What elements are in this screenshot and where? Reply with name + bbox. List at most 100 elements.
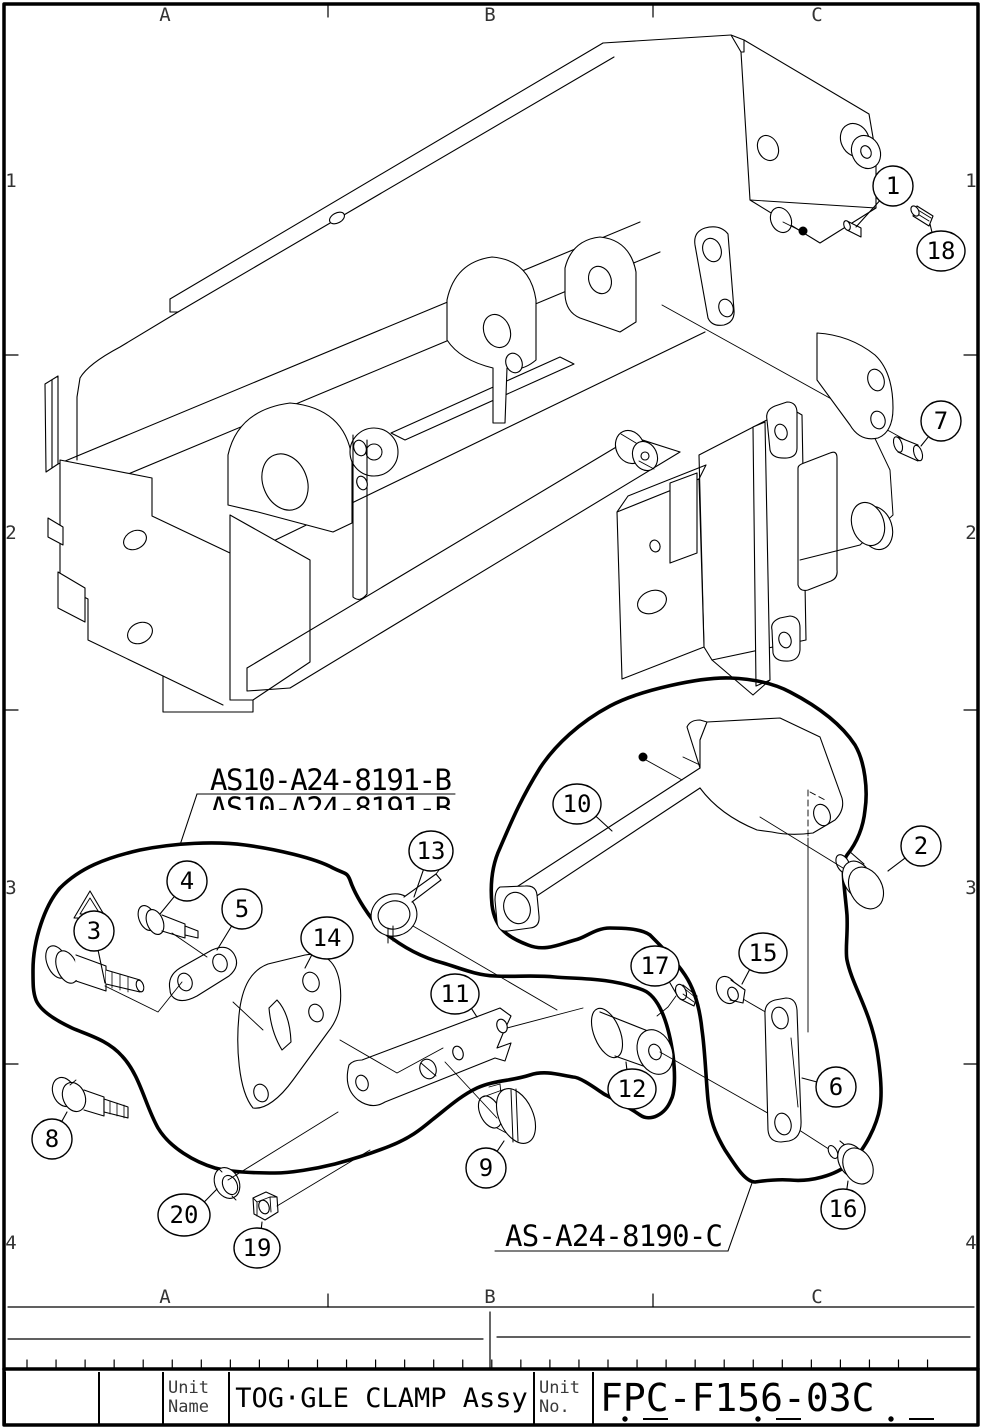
label-leaders <box>179 793 753 1252</box>
roller-wheel <box>349 427 399 600</box>
group-labels: AS10-A24-8191-B AS10-A24-8191-B AS-A24-8… <box>210 763 723 1253</box>
label-as10: AS10-A24-8191-B <box>210 763 452 797</box>
title-block-cell-2 <box>98 1372 162 1424</box>
svg-text:6: 6 <box>829 1073 843 1101</box>
svg-text:12: 12 <box>618 1075 647 1103</box>
rail-top-bar <box>44 34 732 563</box>
svg-text:8: 8 <box>45 1125 59 1153</box>
balloon-14 <box>300 916 354 960</box>
grid-row-right-1: 1 <box>965 170 976 192</box>
unit-name-label: Unit Name <box>168 1378 209 1417</box>
grid-ticks <box>3 3 979 1369</box>
unit-name-label-cell: Unit Name <box>162 1372 228 1424</box>
grid-row-left-3: 3 <box>5 877 16 899</box>
balloon-16 <box>820 1188 866 1230</box>
balloon-1 <box>872 165 914 207</box>
axis-lines-right <box>656 789 844 1033</box>
group-outline-left <box>31 841 677 1175</box>
grid-col-bottom-A: A <box>159 1286 171 1308</box>
screw-8 <box>51 1076 129 1119</box>
set-screw-17 <box>674 983 698 1007</box>
unit-name-value: TOG·GLE CLAMP Assy <box>235 1382 528 1414</box>
svg-text:19: 19 <box>243 1234 272 1262</box>
right-bracket <box>614 304 924 696</box>
balloon-20 <box>157 1193 211 1237</box>
balloon-17 <box>630 945 680 987</box>
svg-text:20: 20 <box>170 1201 199 1229</box>
spring-13 <box>370 869 442 944</box>
unit-name-cell: TOG·GLE CLAMP Assy <box>228 1372 533 1424</box>
arch-bracket-2 <box>446 256 537 424</box>
unit-no-value: FPC-F156-03C <box>600 1376 875 1420</box>
svg-text:18: 18 <box>927 237 956 265</box>
unit-no-underline-marks <box>622 1416 934 1422</box>
balloon-13 <box>408 830 454 872</box>
label-as10-clipped: AS10-A24-8191-B <box>210 791 452 825</box>
unit-no-label-cell: Unit No. <box>533 1372 592 1424</box>
lever-10 <box>494 717 844 932</box>
svg-text:1: 1 <box>886 172 900 200</box>
svg-text:5: 5 <box>235 895 249 923</box>
grid-col-bottom-B: B <box>484 1286 495 1308</box>
svg-text:4: 4 <box>180 867 194 895</box>
balloon-9 <box>465 1147 507 1189</box>
grid-col-top-A: A <box>159 4 171 26</box>
pin-16 <box>827 1140 874 1185</box>
grid-row-right-4: 4 <box>965 1232 976 1254</box>
rail-right-end <box>730 34 934 244</box>
screw-4 <box>137 905 199 939</box>
set-screw-18 <box>910 205 934 227</box>
cam-plate-14 <box>237 953 342 1109</box>
washer-15 <box>715 975 746 1005</box>
base-block <box>47 459 311 713</box>
balloon-19 <box>233 1227 281 1269</box>
screw-3 <box>45 945 145 993</box>
unit-no-cell: FPC-F156-03C <box>592 1372 978 1424</box>
balloon-5 <box>221 888 263 930</box>
nut-19 <box>252 1191 279 1221</box>
grid-col-top-B: B <box>484 4 495 26</box>
svg-text:7: 7 <box>934 407 948 435</box>
svg-text:3: 3 <box>87 917 101 945</box>
svg-text:10: 10 <box>563 790 592 818</box>
title-block: Unit Name TOG·GLE CLAMP Assy Unit No. FP… <box>0 1372 982 1424</box>
grid-col-bottom-C: C <box>811 1286 822 1308</box>
balloon-7 <box>920 400 962 442</box>
arch-bracket-1 <box>227 402 353 533</box>
link-5 <box>168 946 238 1002</box>
balloon-12 <box>607 1068 657 1110</box>
parts-group-right <box>494 717 885 1185</box>
balloon-10 <box>552 783 602 825</box>
balloon-8 <box>31 1118 73 1160</box>
svg-text:13: 13 <box>417 837 446 865</box>
svg-text:15: 15 <box>749 939 778 967</box>
axis-lines-left <box>104 925 839 1207</box>
svg-text:2: 2 <box>914 832 928 860</box>
lever-11 <box>346 1007 512 1107</box>
parts-group-left <box>45 869 839 1221</box>
clevis-link <box>694 226 735 326</box>
spring-washer-20 <box>213 1167 241 1201</box>
balloon-2 <box>900 825 942 867</box>
balloon-11 <box>430 973 480 1015</box>
assembly-view <box>44 34 934 713</box>
balloon-4 <box>166 860 208 902</box>
balloon-15 <box>738 932 788 974</box>
balloon-3 <box>73 910 115 952</box>
grid-col-top-C: C <box>811 4 822 26</box>
grid-row-left-4: 4 <box>5 1232 16 1254</box>
svg-text:11: 11 <box>441 980 470 1008</box>
svg-text:9: 9 <box>479 1154 493 1182</box>
title-block-cell-1 <box>4 1372 98 1424</box>
grid-row-right-3: 3 <box>965 877 976 899</box>
balloon-18 <box>916 230 966 272</box>
pin-2 <box>835 850 885 910</box>
grid-row-right-2: 2 <box>965 522 976 544</box>
svg-text:17: 17 <box>641 952 670 980</box>
svg-text:14: 14 <box>313 924 342 952</box>
ruler-ticks <box>26 1359 929 1369</box>
cylinder-12 <box>590 1007 674 1075</box>
